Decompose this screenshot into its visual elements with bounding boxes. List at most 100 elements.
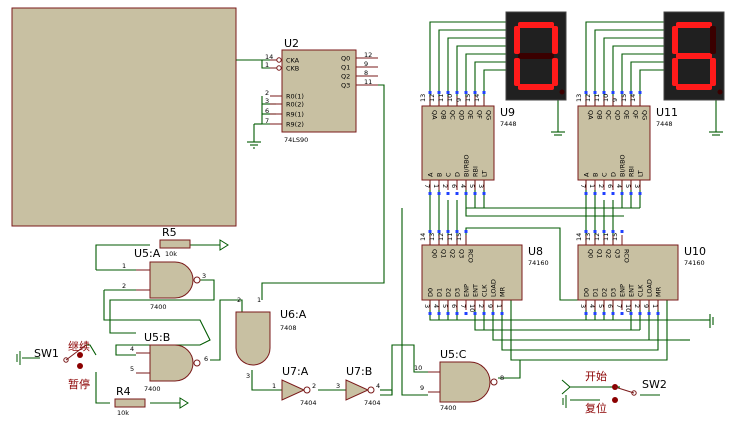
- u10-pin-marker: [584, 312, 588, 315]
- segment-dp: [717, 89, 723, 95]
- u11-pin-num: 5: [624, 184, 632, 188]
- u10-pin-num: 2: [633, 304, 641, 308]
- u9-pin-label: QC: [449, 110, 457, 120]
- u8-pin-num: 6: [450, 304, 458, 308]
- u8-pin-num: 1: [495, 304, 503, 308]
- u10-pin-marker: [602, 312, 606, 315]
- u10-pin-num: 4: [588, 304, 596, 308]
- u8-pin-num: 7: [459, 304, 467, 308]
- u11-type: 7448: [656, 120, 673, 128]
- segment-b: [552, 26, 558, 54]
- chip-u8[interactable]: U8 74160 Q014Q113Q212Q311RCO15D03D14D25D…: [419, 230, 549, 315]
- u10-pin-marker: [593, 312, 597, 315]
- u11-pin-marker: [593, 192, 597, 195]
- chip-u10[interactable]: U10 74160 Q014Q113Q212Q311RCO15D03D14D25…: [575, 230, 706, 315]
- switch-sw1[interactable]: SW1 继续 暂停: [16, 339, 90, 391]
- u2-pin-label: Q2: [341, 73, 350, 81]
- u9-pin-label: QE: [467, 110, 475, 119]
- u10-ref: U10: [684, 245, 706, 258]
- u8-pin-marker: [446, 312, 450, 315]
- u9-pin-num: 6: [450, 184, 458, 188]
- u11-pin-num: 2: [597, 184, 605, 188]
- u9-pin-num: 9: [455, 98, 463, 102]
- segment-d: [518, 84, 554, 90]
- u8-pin-label: Q0: [431, 249, 439, 258]
- u10-pin-label: ENT: [628, 284, 636, 297]
- segment-dp: [559, 89, 565, 95]
- u6a-pin3: 3: [246, 372, 250, 380]
- u9-pin-num: 1: [432, 184, 440, 188]
- u8-pin-marker: [428, 230, 432, 233]
- u8-pin-label: Q1: [440, 249, 448, 258]
- u9-type: 7448: [500, 120, 517, 128]
- u7a-pin1: 1: [272, 382, 276, 390]
- gate-u5b[interactable]: U5:B 7400 4 5 6: [130, 331, 208, 393]
- gate-u5a[interactable]: U5:A 7400 1 2 3: [122, 247, 206, 311]
- u11-pin-num: 15: [620, 94, 628, 102]
- chip-u9[interactable]: U9 7448 QA13QB12QC11QD10QE9QF15QG14A7B1C…: [419, 91, 517, 195]
- u5b-pin4: 4: [130, 345, 134, 353]
- u9-pin-marker: [473, 192, 477, 195]
- u9-pin-marker: [455, 192, 459, 195]
- sw1-ref: SW1: [34, 347, 59, 360]
- u9-pin-num: 7: [423, 184, 431, 188]
- u5a-ref: U5:A: [134, 247, 161, 260]
- u10-pin-num: 1: [651, 304, 659, 308]
- u10-pin-marker: [656, 312, 660, 315]
- r4-value: 10k: [117, 409, 129, 417]
- resistor-r5[interactable]: R5 10k: [159, 226, 229, 258]
- u8-pin-marker: [473, 312, 477, 315]
- gate-u7b[interactable]: U7:B 7404 3 4: [336, 365, 381, 407]
- u11-pin-num: 1: [588, 184, 596, 188]
- u11-pin-label: QB: [596, 110, 604, 120]
- u10-pin-num: 14: [575, 233, 583, 241]
- u8-ref: U8: [528, 245, 543, 258]
- u5b-pin5: 5: [130, 365, 134, 373]
- u2-pin-label: R0(2): [286, 101, 304, 109]
- u2-pin-label: R0(1): [286, 93, 304, 101]
- u10-pin-num: 13: [584, 233, 592, 241]
- u11-pin-marker: [584, 91, 588, 94]
- u9-pin-label: QF: [476, 110, 484, 119]
- u2-type: 74LS90: [284, 136, 308, 144]
- u2-pin-bubble: [276, 57, 282, 63]
- u11-pin-label: B: [592, 173, 600, 177]
- u10-pin-num: 12: [593, 233, 601, 241]
- u10-pin-label: Q2: [605, 249, 613, 258]
- u2-pin-num: 8: [364, 69, 368, 77]
- u9-pin-marker: [464, 91, 468, 94]
- sw2-label-reset: 复位: [585, 401, 607, 415]
- gate-u5c[interactable]: U5:C 7400 10 9 8: [414, 348, 504, 412]
- u8-pin-label: Q3: [458, 249, 466, 258]
- u5b-pin6: 6: [204, 355, 208, 363]
- u9-pin-marker: [482, 192, 486, 195]
- u8-pin-num: 9: [486, 304, 494, 308]
- u10-pin-num: 15: [611, 233, 619, 241]
- u10-pin-marker: [611, 312, 615, 315]
- u5a-pin3: 3: [202, 272, 206, 280]
- u9-pin-label: QB: [440, 110, 448, 120]
- u8-pin-num: 2: [477, 304, 485, 308]
- gate-u6a[interactable]: U6:A 7408 2 1 3: [235, 296, 307, 380]
- u8-pin-num: 14: [419, 233, 427, 241]
- u11-pin-label: QF: [632, 110, 640, 119]
- resistor-r4[interactable]: R4 10k: [114, 385, 189, 417]
- gate-u7a[interactable]: U7:A 7404 1 2: [272, 365, 317, 407]
- u9-pin-label: QD: [458, 110, 466, 120]
- u9-pin-marker: [464, 192, 468, 195]
- u11-pin-marker: [629, 91, 633, 94]
- chip-u11[interactable]: U11 7448 QA13QB12QC11QD10QE9QF15QG14A7B1…: [575, 91, 678, 195]
- u10-pin-num: 3: [579, 304, 587, 308]
- u8-pin-num: 12: [437, 233, 445, 241]
- u10-pin-label: MR: [655, 286, 663, 297]
- u9-pin-label: BI/RBO: [463, 154, 471, 177]
- segment-b: [710, 26, 716, 54]
- switch-sw2[interactable]: 开始 复位 SW2: [561, 369, 667, 415]
- clock-source-block[interactable]: [11, 7, 237, 227]
- u9-pin-marker: [428, 192, 432, 195]
- u10-pin-label: RCO: [623, 249, 631, 263]
- chip-u2[interactable]: U2 74LS90 CKA14CKB1R0(1)2R0(2)3R9(1)6R9(…: [265, 37, 378, 144]
- u7b-type: 7404: [364, 399, 381, 407]
- u10-pin-marker: [638, 312, 642, 315]
